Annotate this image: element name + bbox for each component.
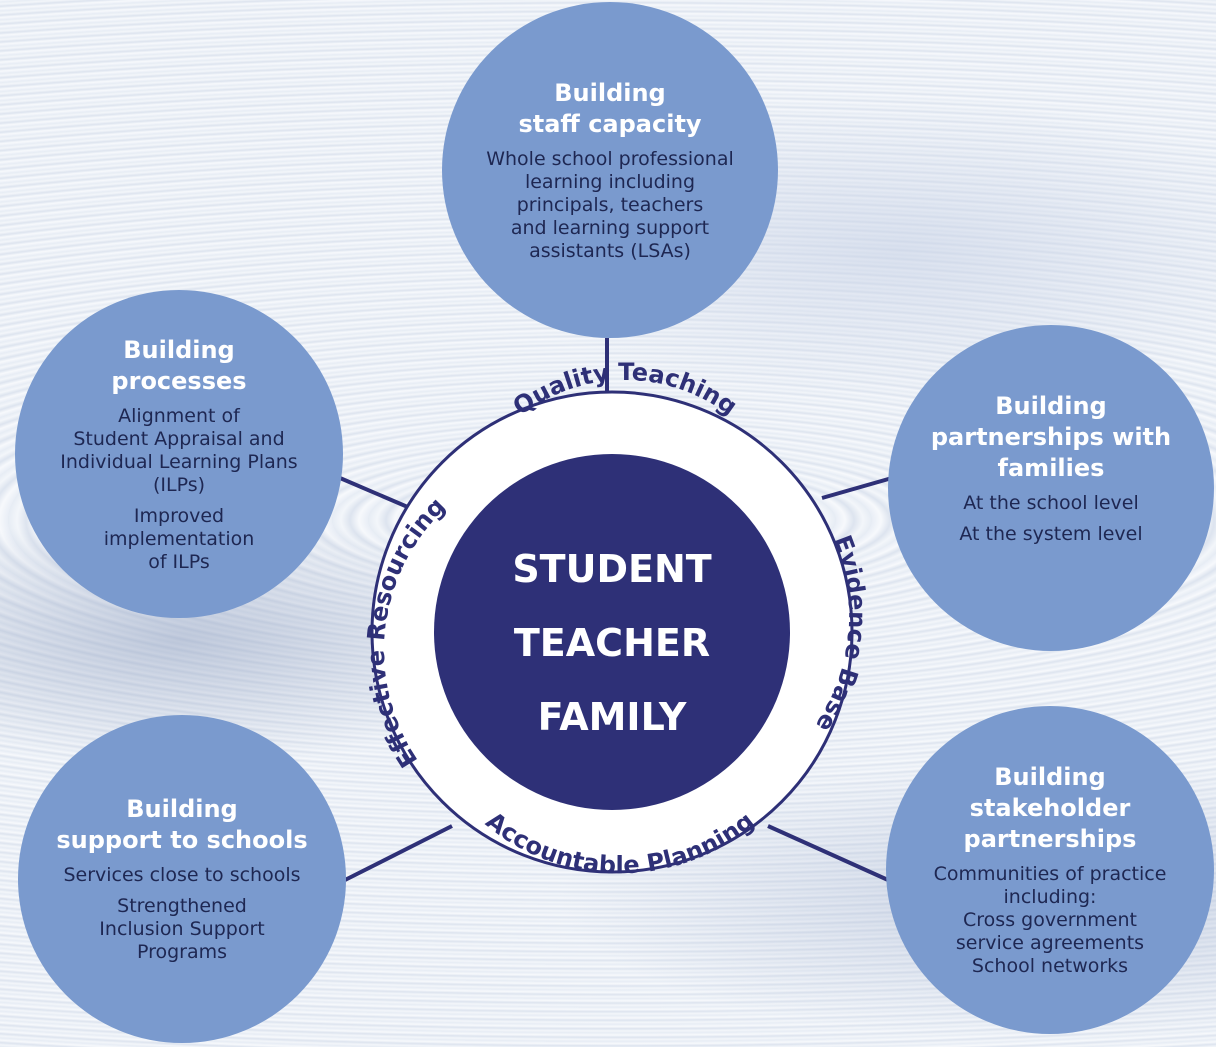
bubble-families: Building partnerships with families At t… [888,325,1214,651]
bubble-line: implementation [103,527,255,550]
bubble-line: (ILPs) [152,473,206,496]
bubble-line: Inclusion Support [99,918,265,940]
bubble-line: service agreements [955,932,1145,954]
bubble-title: Building [995,391,1107,420]
bubble-title: Building [554,78,666,107]
bubble-line: At the school level [963,491,1139,514]
bubble-stakeholder-partnerships: Building stakeholder partnerships Commun… [886,706,1214,1034]
bubble-line: Strengthened [117,895,247,917]
bubble-title: Building [123,335,235,364]
bubble-processes: Building processes Alignment of Student … [15,290,343,618]
bubble-line: of ILPs [148,550,210,573]
core-line-student: STUDENT [512,547,711,591]
bubble-line: Whole school professional [486,147,734,170]
bubble-title: partnerships [963,825,1137,853]
bubble-line: learning including [524,170,696,193]
bubble-title: Building [994,763,1106,791]
bubble-line: Services close to schools [63,864,301,886]
bubble-staff-capacity: Building staff capacity Whole school pro… [442,2,778,338]
bubble-title: Building [126,795,238,823]
bubble-title: staff capacity [518,109,702,138]
bubble-line: principals, teachers [516,193,704,216]
bubble-line: assistants (LSAs) [529,239,691,262]
core-line-teacher: TEACHER [514,621,710,665]
connector-support [344,824,453,882]
bubble-support-to-schools: Building support to schools Services clo… [18,715,346,1043]
hub-core [434,454,790,810]
bubble-title: support to schools [56,826,308,854]
bubble-title: partnerships with [930,422,1172,451]
bubble-line: Student Appraisal and [73,427,285,450]
connector-lines [339,338,893,882]
bubble-line: Cross government [963,909,1137,931]
bubble-line: Individual Learning Plans [60,450,298,473]
bubble-line: Communities of practice [933,863,1167,885]
bubble-line: Improved [133,504,225,527]
connector-stakeholder [767,824,889,882]
bubble-line: School networks [971,955,1129,977]
bubble-title: stakeholder [969,794,1131,822]
connector-processes [339,476,411,510]
bubble-line: Programs [136,941,228,963]
bubble-line: including: [1003,886,1097,908]
core-line-family: FAMILY [538,695,687,739]
bubble-line: Alignment of [118,404,240,427]
bubble-line: At the system level [959,522,1143,545]
connector-families [821,476,893,500]
bubble-title: families [997,453,1105,482]
bubble-title: processes [111,366,247,395]
bubble-line: and learning support [510,216,710,239]
